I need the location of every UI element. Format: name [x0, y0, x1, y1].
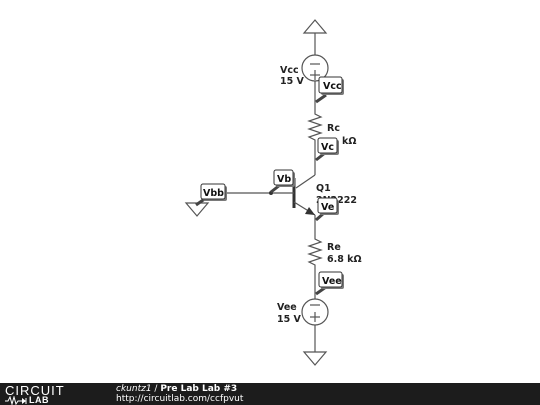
- footer-title[interactable]: Pre Lab Lab #3: [160, 384, 238, 394]
- probe-ve[interactable]: Ve: [315, 197, 339, 222]
- vcc-value-label: 15 V: [280, 76, 305, 87]
- vcc-source-symbol: [301, 54, 329, 82]
- re-value-label: 6.8 kΩ: [327, 254, 362, 265]
- probe-vcc[interactable]: Vcc: [315, 76, 344, 104]
- footer-caption: ckuntz1 / Pre Lab Lab #3 http://circuitl…: [116, 385, 243, 404]
- probe-vb-label: Vb: [277, 174, 291, 185]
- circuitlab-logo[interactable]: CIRCUIT LAB: [5, 383, 105, 405]
- logo-lab-text: LAB: [29, 395, 49, 405]
- probe-vc[interactable]: Vc: [315, 137, 339, 162]
- re-resistor-symbol: [307, 235, 323, 269]
- probe-ve-label: Ve: [321, 202, 334, 213]
- footer-separator: /: [151, 384, 161, 394]
- probe-vc-label: Vc: [321, 142, 334, 153]
- rc-name-label: Rc: [327, 123, 340, 134]
- vcc-name-label: Vcc: [280, 65, 299, 76]
- rc-resistor-symbol: [307, 110, 323, 144]
- schematic-canvas: Vcc 15 V Rc kΩ Q1 2N2222 Re 6.8 kΩ Vee 1…: [184, 19, 362, 366]
- footer-url-link[interactable]: http://circuitlab.com/ccfpvut: [116, 394, 244, 404]
- rc-value-label: kΩ: [342, 136, 356, 147]
- vee-value-label: 15 V: [277, 314, 302, 325]
- footer-author[interactable]: ckuntz1: [116, 384, 152, 394]
- vee-name-label: Vee: [277, 302, 297, 313]
- footer-bar: CIRCUIT LAB ckuntz1 / Pre Lab Lab #3 htt…: [0, 383, 540, 405]
- q1-transistor-symbol: [292, 178, 316, 216]
- probe-vee[interactable]: Vee: [315, 271, 344, 296]
- probe-vb[interactable]: Vb: [270, 169, 295, 194]
- logo-circuit-text: CIRCUIT: [5, 383, 65, 398]
- probe-vee-label: Vee: [322, 276, 342, 287]
- vee-source-symbol: [301, 298, 329, 326]
- top-ground-symbol: [302, 19, 328, 55]
- q1-name-label: Q1: [316, 183, 331, 194]
- re-name-label: Re: [327, 242, 341, 253]
- bottom-ground-symbol: [302, 351, 328, 366]
- logo-waveform-icon: [5, 396, 27, 405]
- probe-vbb[interactable]: Vbb: [195, 183, 227, 207]
- probe-vbb-label: Vbb: [203, 188, 224, 199]
- probe-vcc-label: Vcc: [323, 81, 342, 92]
